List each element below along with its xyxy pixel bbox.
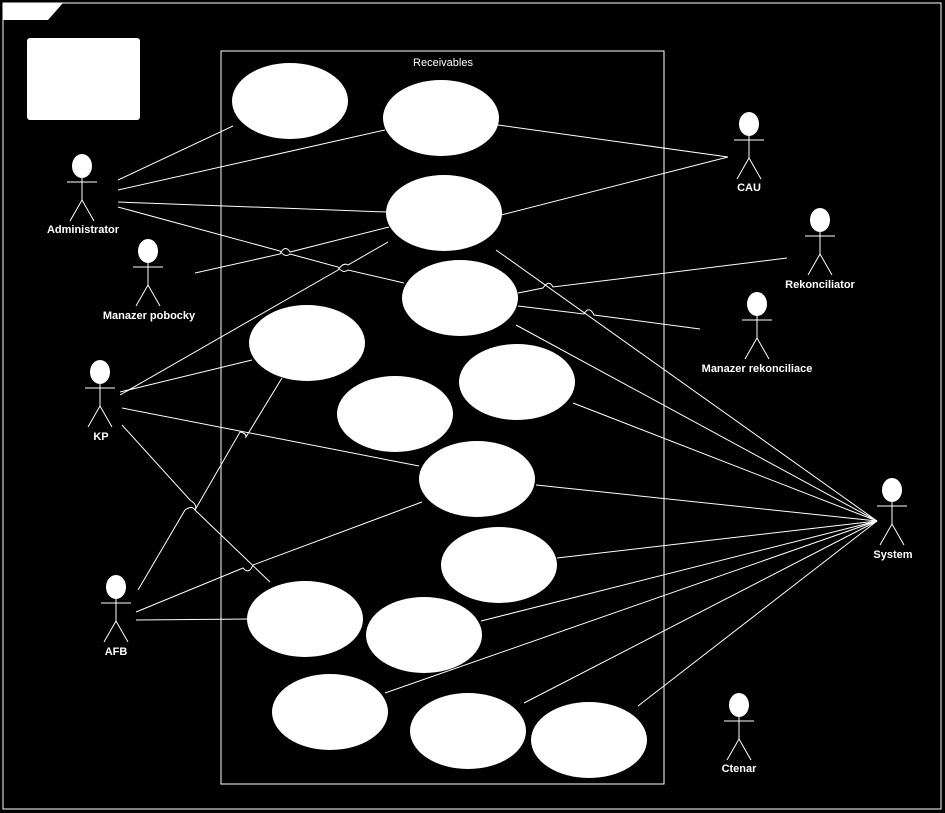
actor-afb[interactable] (101, 575, 131, 643)
use-case[interactable] (337, 376, 453, 452)
association-line (119, 359, 253, 393)
actor-manazer-rekonciliace[interactable] (742, 292, 772, 360)
association-line (135, 501, 423, 613)
note-box (27, 38, 140, 120)
actor-manazer-pobocky[interactable] (133, 239, 163, 307)
actor-cau[interactable] (734, 112, 764, 180)
association-line (495, 249, 878, 522)
use-case[interactable] (232, 63, 348, 139)
use-cases (232, 63, 647, 778)
use-case[interactable] (402, 260, 518, 336)
use-case[interactable] (247, 581, 363, 657)
association-line (535, 484, 878, 522)
association-line (137, 377, 283, 591)
association-line (194, 226, 390, 274)
association-line (556, 520, 878, 559)
use-case[interactable] (272, 674, 388, 750)
use-case[interactable] (419, 441, 535, 517)
association-line (117, 201, 388, 213)
actor-administrator[interactable] (67, 154, 97, 222)
system-boundary (220, 50, 665, 785)
actor-label-manazer-pobocky: Manazer pobocky (103, 310, 196, 322)
actor-kp[interactable] (85, 360, 115, 428)
use-case[interactable] (386, 175, 502, 251)
actor-label-system: System (873, 549, 912, 561)
use-case[interactable] (366, 597, 482, 673)
use-case[interactable] (383, 80, 499, 156)
frame-tab (3, 3, 63, 20)
actor-label-rekonciliator: Rekonciliator (785, 279, 855, 291)
association-line (121, 407, 420, 467)
association-line (572, 402, 878, 522)
actor-label-ctenar: Ctenar (722, 763, 758, 775)
use-case[interactable] (531, 702, 647, 778)
use-case[interactable] (410, 693, 526, 769)
actor-label-cau: CAU (737, 182, 761, 194)
association-line (637, 520, 878, 707)
association-line (500, 156, 729, 216)
association-line (523, 520, 878, 704)
association-line (515, 324, 878, 522)
system-boundary-title: Receivables (413, 57, 473, 69)
actor-label-afb: AFB (105, 646, 128, 658)
use-case[interactable] (459, 344, 575, 420)
actor-label-manazer-rekonciliace: Manazer rekonciliace (702, 363, 813, 375)
association-line (117, 206, 405, 284)
actor-label-administrator: Administrator (47, 224, 120, 236)
association-line (121, 424, 271, 583)
actor-rekonciliator[interactable] (805, 208, 835, 276)
association-line (517, 257, 788, 294)
use-case[interactable] (249, 305, 365, 381)
use-case[interactable] (441, 527, 557, 603)
association-line (480, 520, 878, 622)
association-line (119, 241, 389, 396)
association-line (117, 125, 234, 181)
actor-system[interactable] (877, 478, 907, 546)
association-line (384, 520, 878, 694)
actor-ctenar[interactable] (724, 693, 754, 761)
actor-label-kp: KP (93, 431, 108, 443)
association-line (497, 124, 729, 158)
association-line (517, 305, 701, 330)
associations (117, 124, 878, 707)
association-line (117, 129, 386, 191)
association-line (135, 618, 250, 621)
